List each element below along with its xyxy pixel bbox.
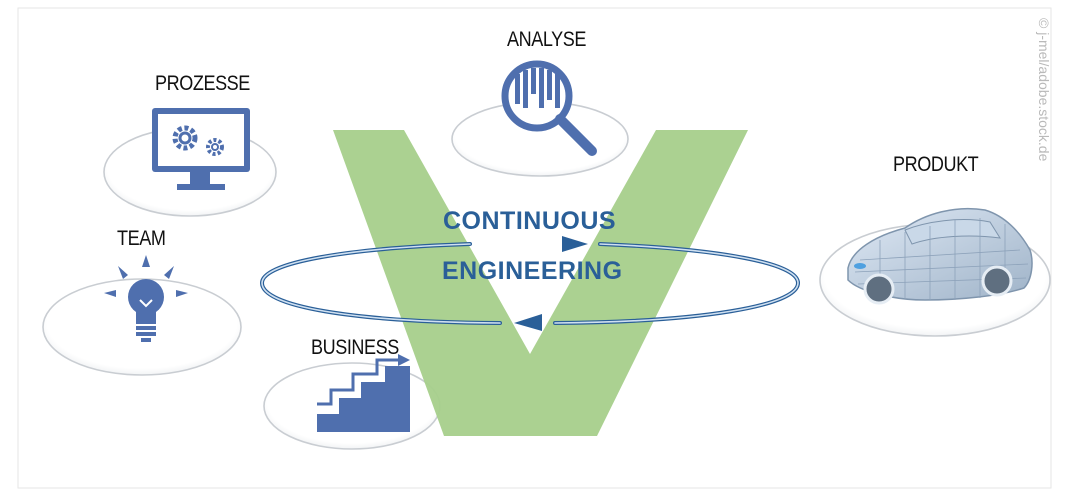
lightbulb-icon: [104, 255, 188, 342]
label-analyse: ANALYSE: [507, 28, 586, 51]
image-credit: © j-mel/adobe.stock.de: [1028, 18, 1058, 218]
label-produkt: PRODUKT: [893, 153, 979, 176]
frame-border: [17, 7, 1052, 489]
label-business: BUSINESS: [311, 336, 399, 359]
center-title-line1: CONTINUOUS: [443, 207, 617, 235]
credit-text: © j-mel/adobe.stock.de: [1036, 18, 1052, 162]
cycle-arrows: [259, 236, 801, 331]
car-icon: [847, 207, 1033, 305]
magnifier-chart-icon: [501, 60, 597, 156]
stairs-arrow-icon: [317, 354, 410, 432]
monitor-gears-icon: [152, 108, 250, 190]
v-shape: [333, 130, 748, 436]
center-title-line2: ENGINEERING: [442, 257, 623, 285]
label-team: TEAM: [117, 227, 166, 250]
label-prozesse: PROZESSE: [155, 72, 250, 95]
